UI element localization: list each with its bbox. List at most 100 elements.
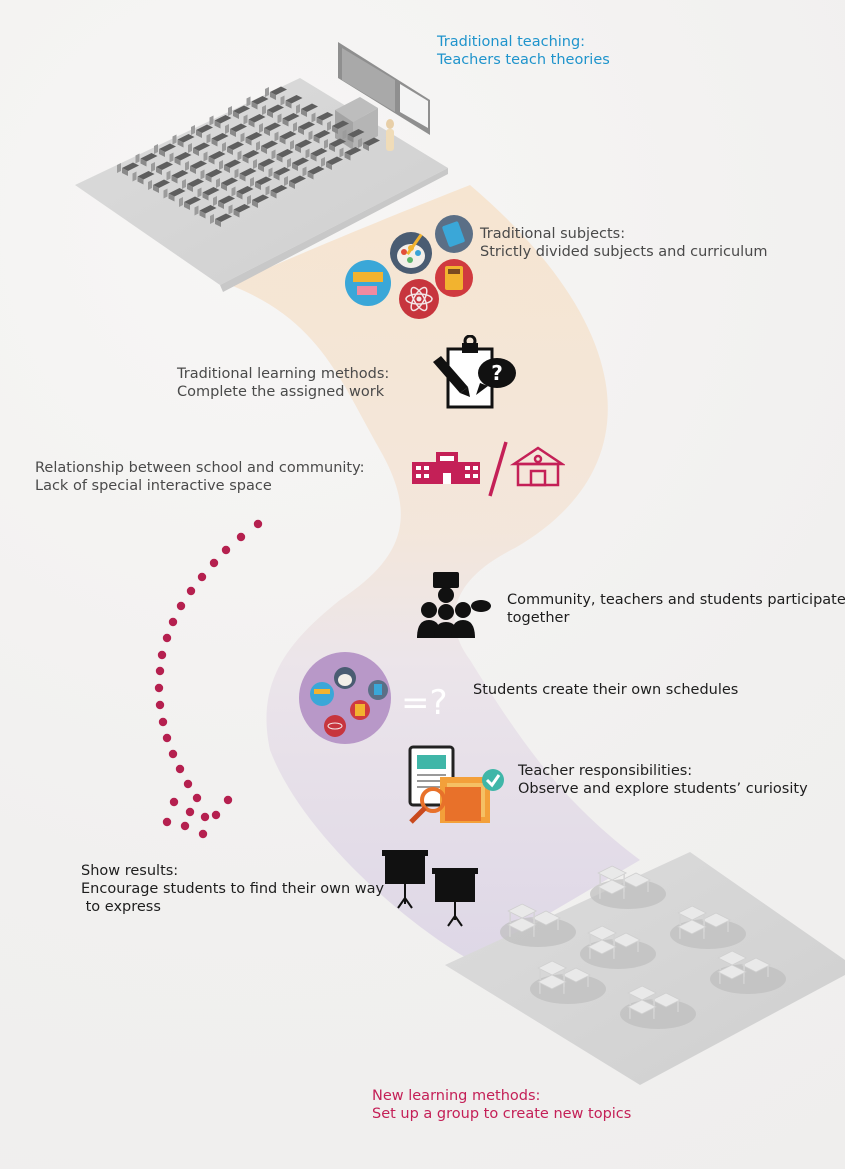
desk (358, 137, 380, 151)
desk (154, 143, 176, 157)
arrow-dot (162, 817, 172, 827)
group-table (590, 865, 666, 909)
desk (246, 96, 269, 110)
art-palette-icon (390, 232, 432, 274)
desk (117, 162, 139, 176)
arrow-dot (200, 812, 210, 822)
group-table (580, 925, 656, 969)
desk (296, 103, 318, 117)
desk (247, 194, 269, 208)
arrow-dot (157, 650, 167, 660)
desk (256, 140, 278, 154)
desk (222, 141, 244, 155)
label-show-results: Show results:Encourage students to find … (81, 863, 385, 915)
desk (216, 177, 238, 191)
desk (209, 115, 232, 129)
question-bubble-icon: ? (476, 358, 516, 395)
desk (203, 151, 226, 165)
equals-question-symbol: =? (401, 683, 448, 723)
desk (194, 205, 217, 219)
group-table (620, 985, 696, 1029)
slash-divider (488, 441, 508, 497)
desk (277, 113, 300, 127)
desk (188, 142, 210, 156)
desk (324, 138, 346, 152)
presentation-board-icon (432, 868, 478, 927)
desk (339, 147, 362, 161)
label-teacher-responsibilities: Teacher responsibilities:Observe and exp… (518, 763, 808, 797)
desk (271, 149, 294, 163)
desk (231, 186, 254, 200)
desk (182, 178, 204, 192)
desk (237, 150, 260, 164)
arrow-dot (211, 810, 221, 820)
group-table (710, 950, 786, 994)
arrow-dot (176, 601, 186, 611)
desk (228, 105, 250, 119)
mini-calculator-icon (350, 700, 370, 720)
desk (265, 86, 287, 100)
notebook-icon (435, 215, 473, 253)
arrow-dot (186, 586, 196, 596)
desk (135, 153, 158, 167)
mini-palette-icon (334, 667, 356, 689)
arrow-dot (155, 666, 165, 676)
atom-icon (399, 279, 439, 319)
desk (148, 179, 170, 193)
desk (308, 130, 331, 144)
desk (132, 171, 155, 185)
traditional-classroom-illustration (75, 42, 448, 292)
arrow-dot (209, 558, 219, 568)
desk (234, 168, 257, 182)
arrow-dot (162, 633, 172, 643)
clipboard-pencil-question-icon: ? (433, 335, 516, 409)
mini-notebook-icon (368, 680, 388, 700)
desk (268, 167, 291, 181)
mini-atom-icon (324, 715, 346, 737)
arrow-dot (183, 779, 193, 789)
arrow-dot (168, 617, 178, 627)
desk (166, 170, 189, 184)
school-building-icon (412, 452, 480, 484)
pencil-icon (433, 356, 470, 397)
school-slash-house-icon (412, 441, 565, 497)
desk (259, 122, 281, 136)
desk (321, 156, 343, 170)
group-table (500, 903, 576, 947)
arrow-dot (223, 795, 233, 805)
desk (240, 132, 263, 146)
desk (206, 133, 229, 147)
desk (172, 134, 195, 148)
desk (265, 185, 288, 199)
desk (311, 112, 334, 126)
desk (197, 187, 220, 201)
arrow-dot (253, 519, 263, 529)
desk (262, 104, 284, 118)
desk (228, 204, 251, 218)
group-table (670, 905, 746, 949)
subject-icons-cluster (345, 215, 473, 319)
house-icon (509, 446, 565, 487)
desk (250, 176, 272, 190)
presentation-boards-icon (382, 850, 478, 927)
magnifier-icon (409, 787, 446, 824)
svg-text:?: ? (491, 361, 503, 385)
arrow-dot (192, 793, 202, 803)
calculator-icon (435, 259, 473, 297)
arrow-dot (158, 717, 168, 727)
desk (287, 157, 309, 171)
new-classroom-illustration (445, 852, 845, 1085)
desk (302, 166, 325, 180)
desk (342, 129, 365, 143)
subjects-circle-icon: =? (299, 652, 448, 744)
desk (243, 114, 266, 128)
desk (293, 121, 315, 135)
ruler-eraser-icon (345, 260, 391, 306)
dotted-return-arrow (154, 519, 263, 839)
arrow-dot (197, 572, 207, 582)
arrow-dot (180, 821, 190, 831)
desk (225, 123, 247, 137)
arrow-dot (162, 733, 172, 743)
arrow-dot (169, 797, 179, 807)
